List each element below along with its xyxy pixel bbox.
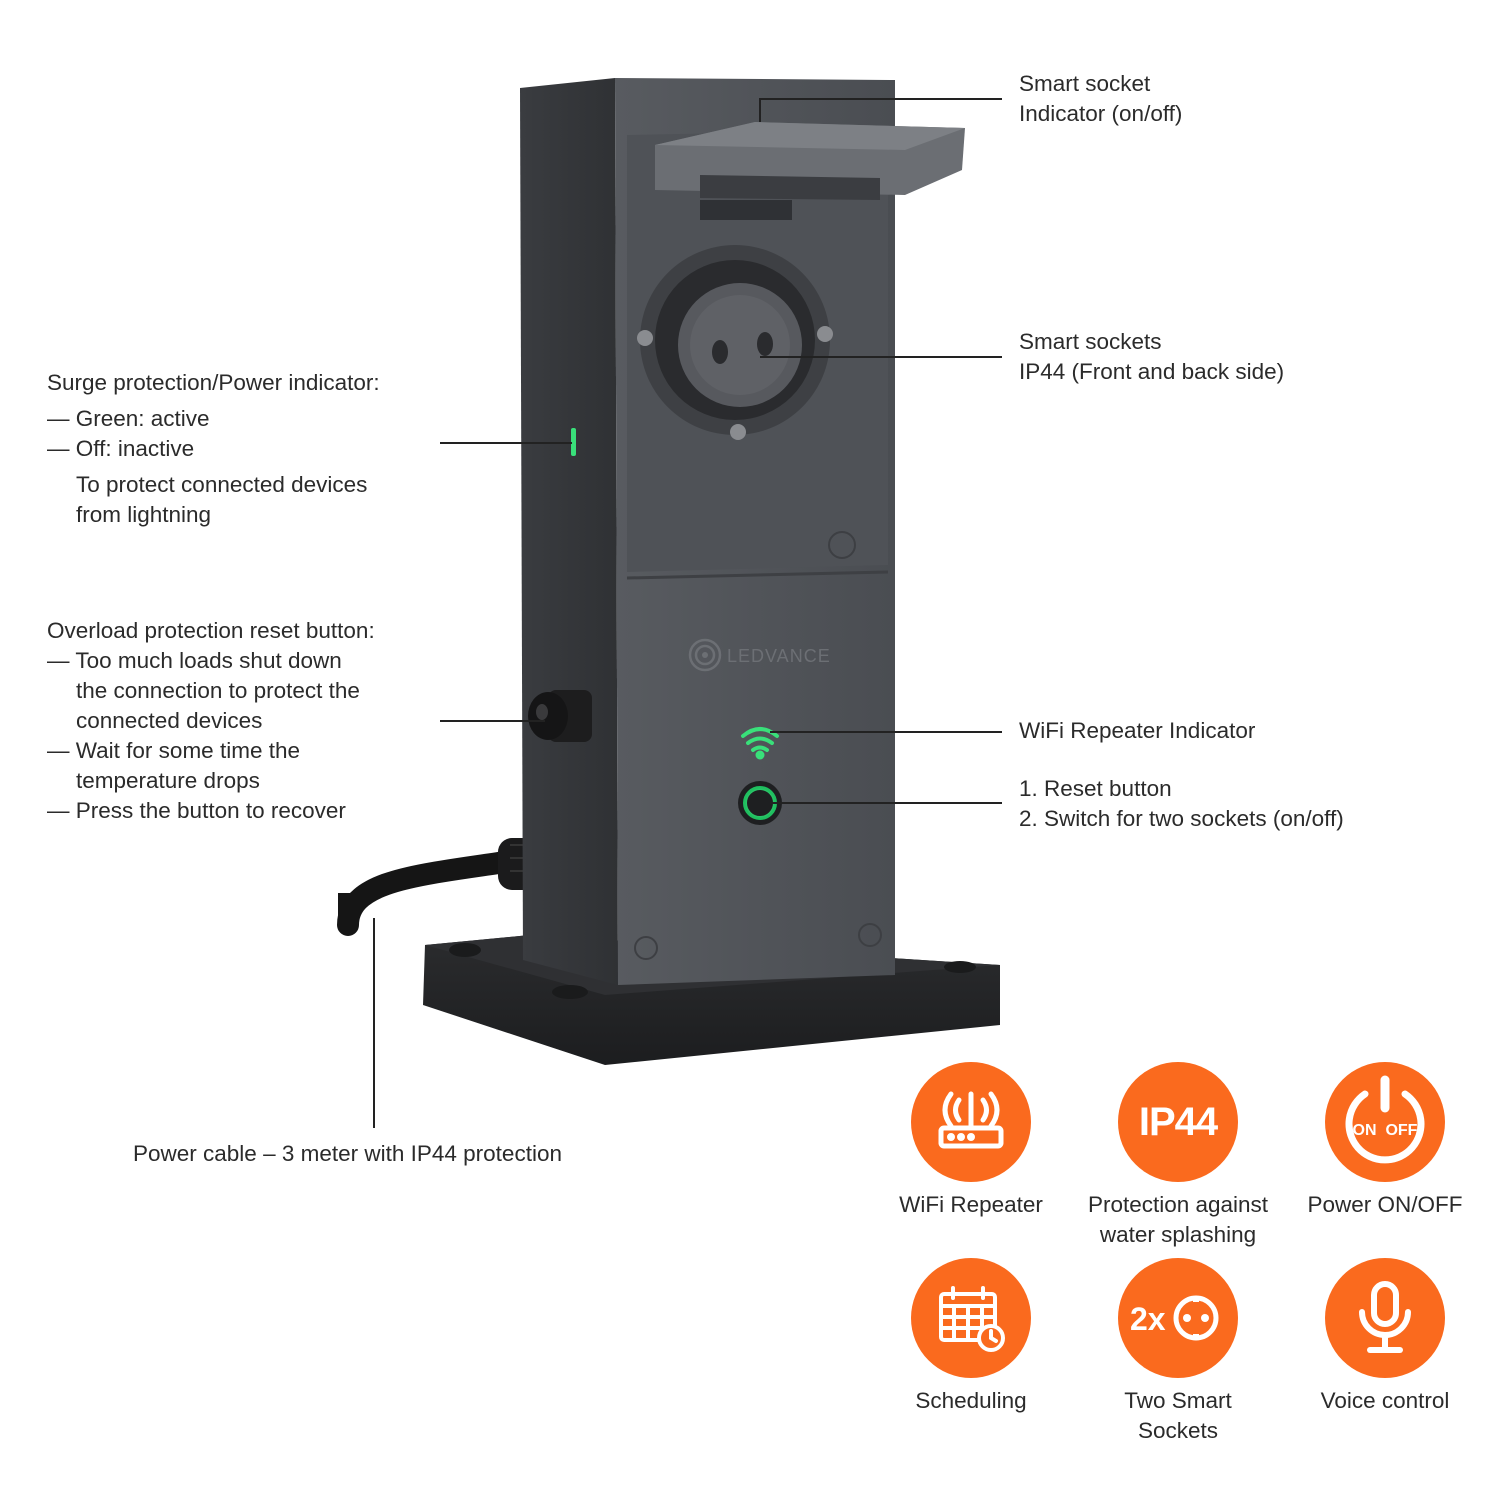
callout-line-power-cable [373, 918, 375, 1128]
callout-line-reset [770, 802, 1002, 804]
calendar-clock-icon [911, 1258, 1031, 1378]
wifi-indicator-led [741, 727, 779, 760]
power-onoff-icon: ON OFF [1325, 1062, 1445, 1182]
power-cable-label: Power cable – 3 meter with IP44 protecti… [133, 1141, 562, 1166]
feature-label: Two Smart Sockets [1124, 1388, 1232, 1443]
feature-label: Power ON/OFF [1307, 1192, 1463, 1217]
ip44-icon: IP44 [1118, 1062, 1238, 1182]
overload-reset-button [528, 690, 592, 742]
device-side [520, 78, 618, 985]
callout-line-smart-socket-indicator [760, 98, 1002, 100]
svg-text:ON OFF: ON OFF [1353, 1122, 1418, 1139]
wifi-router-icon [911, 1062, 1031, 1182]
wifi-indicator-label: WiFi Repeater Indicator [1019, 718, 1256, 743]
callout-line-smart-sockets [760, 356, 1002, 358]
feature-label: Protection against water splashing [1087, 1192, 1269, 1247]
smart-socket-indicator-label: Smart socket Indicator (on/off) [1019, 71, 1183, 126]
feature-two-sockets: 2x Two Smart Sockets [1078, 1258, 1278, 1446]
reset-button-label: 1. Reset button 2. Switch for two socket… [1019, 776, 1344, 831]
callout-line-wifi [770, 731, 1002, 733]
double-socket-icon: 2x [1118, 1258, 1238, 1378]
svg-text:LEDVANCE: LEDVANCE [727, 646, 831, 666]
feature-power-onoff: ON OFF Power ON/OFF [1285, 1062, 1485, 1220]
surge-protection-label: Surge protection/Power indicator: — Gree… [47, 370, 380, 527]
feature-wifi-repeater: WiFi Repeater [871, 1062, 1071, 1220]
callout-line-overload [440, 720, 545, 722]
feature-label: Scheduling [915, 1388, 1027, 1413]
feature-label: Voice control [1320, 1388, 1450, 1413]
feature-scheduling: Scheduling [871, 1258, 1071, 1416]
smart-sockets-label: Smart sockets IP44 (Front and back side) [1019, 329, 1285, 384]
ledvance-logo: LEDVANCE [688, 638, 831, 672]
overload-protection-label: Overload protection reset button: — Too … [47, 618, 375, 823]
front-smart-socket [637, 200, 833, 440]
feature-voice-control: Voice control [1285, 1258, 1485, 1416]
callout-line-smart-socket-indicator-drop [759, 98, 761, 122]
feature-ip44: IP44 Protection against water splashing [1078, 1062, 1278, 1250]
surge-indicator-led [571, 428, 576, 456]
socket-lid [655, 122, 965, 200]
microphone-icon [1325, 1258, 1445, 1378]
feature-label: WiFi Repeater [899, 1192, 1043, 1217]
callout-line-surge [440, 442, 572, 444]
svg-text:2x: 2x [1130, 1301, 1166, 1337]
